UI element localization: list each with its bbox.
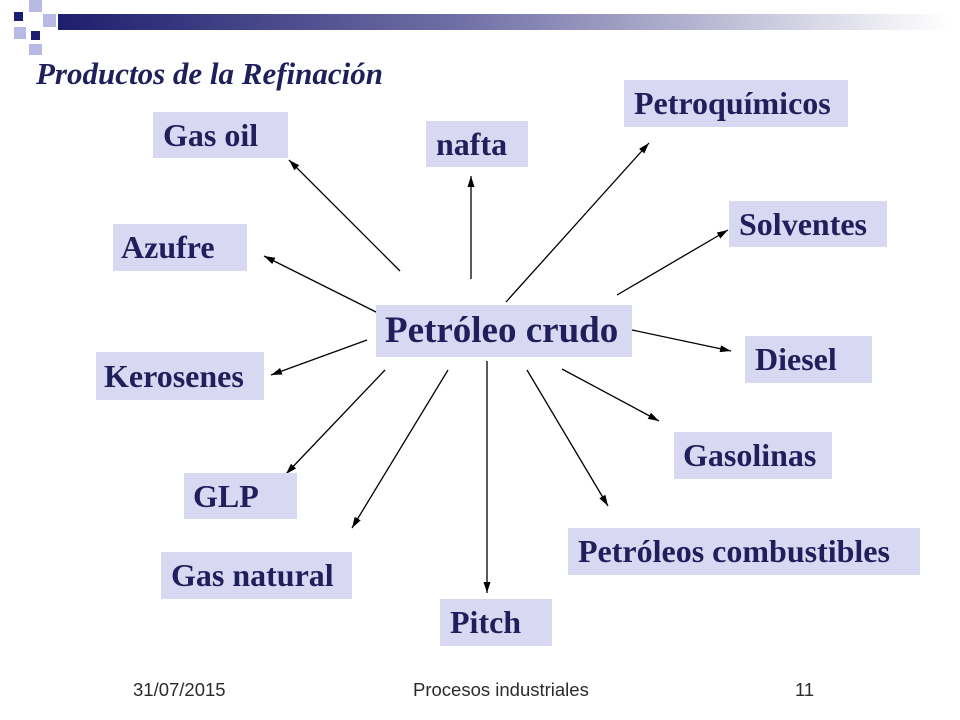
product-node-petroquimicos: Petroquímicos bbox=[624, 80, 848, 127]
product-node-gas-natural: Gas natural bbox=[161, 552, 352, 599]
header-gradient-bar bbox=[58, 14, 948, 30]
product-node-glp: GLP bbox=[184, 473, 297, 519]
product-node-petroleos-combustibles: Petróleos combustibles bbox=[568, 528, 920, 575]
product-node-diesel: Diesel bbox=[745, 336, 872, 383]
decor-square bbox=[29, 0, 42, 12]
arrow-to-glp bbox=[285, 369, 386, 475]
product-node-kerosenes: Kerosenes bbox=[96, 352, 264, 400]
footer-text: Procesos industriales bbox=[413, 679, 589, 700]
arrow-to-gas-natural bbox=[351, 369, 449, 529]
slide-title: Productos de la Refinación bbox=[36, 56, 384, 91]
page-number: 11 bbox=[795, 679, 815, 700]
arrow-to-azufre bbox=[263, 255, 379, 314]
product-node-azufre: Azufre bbox=[113, 224, 247, 271]
decor-square bbox=[14, 12, 23, 21]
arrow-to-solventes bbox=[616, 229, 729, 296]
decor-square bbox=[29, 44, 42, 55]
footer-date: 31/07/2015 bbox=[133, 679, 226, 700]
arrow-to-diesel bbox=[631, 329, 732, 353]
arrow-to-petroleos-combustibles bbox=[526, 369, 609, 507]
arrow-to-kerosenes bbox=[270, 339, 368, 376]
product-node-pitch: Pitch bbox=[440, 599, 552, 646]
arrow-to-petroquimicos bbox=[505, 142, 650, 303]
arrow-to-gasolinas bbox=[561, 368, 660, 422]
decor-square bbox=[31, 31, 40, 40]
product-node-solventes: Solventes bbox=[729, 201, 887, 247]
product-node-gas-oil: Gas oil bbox=[153, 112, 288, 158]
decor-square bbox=[43, 14, 56, 27]
center-node-petroleo-crudo: Petróleo crudo bbox=[376, 305, 632, 357]
product-node-gasolinas: Gasolinas bbox=[674, 432, 832, 479]
arrow-to-gas-oil bbox=[288, 159, 401, 272]
decor-square bbox=[14, 27, 26, 39]
product-node-nafta: nafta bbox=[426, 121, 528, 167]
